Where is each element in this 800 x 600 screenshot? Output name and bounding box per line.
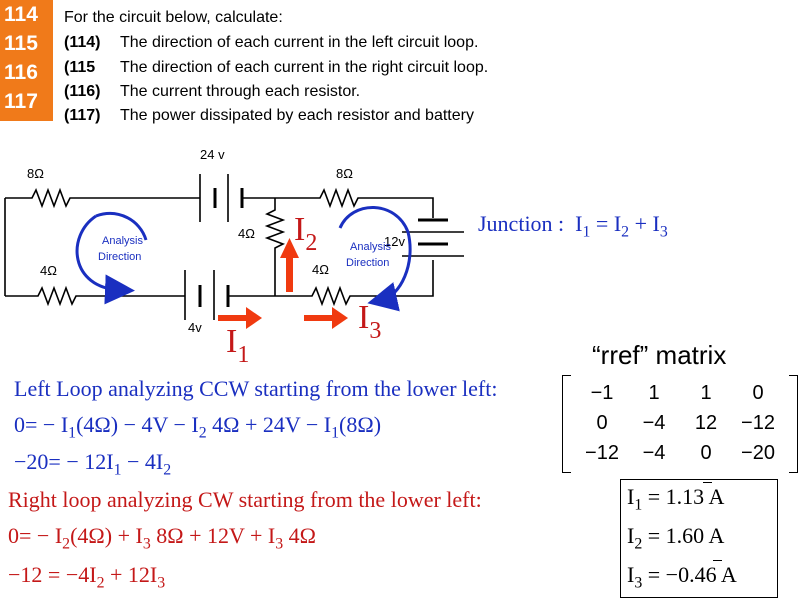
matrix-cell: 1 — [700, 381, 712, 404]
matrix-bracket-right — [789, 375, 798, 473]
analysis-arrow-left — [75, 214, 135, 305]
current-label-i2: I2 — [294, 211, 317, 256]
matrix-bracket-left — [562, 375, 571, 473]
current-label-i3: I3 — [358, 299, 381, 344]
current-arrow-i2 — [286, 254, 293, 292]
prompt-item-number: (117) — [64, 107, 101, 124]
question-number: 117 — [4, 90, 38, 113]
prompt-item: (115 The direction of each current in the… — [64, 59, 488, 77]
circuit-diagram: 8Ω 24 v 8Ω 4Ω 4Ω 4Ω 12v 4v Analysis Dire… — [4, 147, 464, 368]
label-r-left: 4Ω — [40, 263, 57, 278]
right-loop-heading: Right loop analyzing CW starting from th… — [8, 487, 482, 512]
label-battery-right: 12v — [384, 234, 405, 249]
repeat-bar — [703, 482, 712, 483]
label-r-middle: 4Ω — [238, 226, 255, 241]
result-i1: I1 = 1.13 A — [627, 484, 725, 514]
matrix-cell: −4 — [642, 441, 666, 464]
label-r-top-left: 8Ω — [27, 166, 44, 181]
matrix-cell: 0 — [752, 381, 764, 404]
current-arrow-i1 — [218, 315, 248, 321]
right-loop-equation-1: 0= − I2(4Ω) + I3 8Ω + 12V + I3 4Ω — [8, 523, 316, 553]
matrix-cell: 1 — [648, 381, 660, 404]
analysis-label-left: Direction — [98, 251, 141, 263]
results-box: I1 = 1.13 A I2 = 1.60 A I3 = −0.46 A — [620, 479, 778, 598]
question-number: 115 — [4, 32, 38, 55]
prompt-item-text: The current through each resistor. — [120, 83, 361, 100]
question-number: 114 — [4, 3, 38, 26]
matrix-cell: 0 — [700, 441, 712, 464]
result-i3: I3 = −0.46 A — [627, 562, 737, 592]
matrix-cell: −4 — [642, 411, 666, 434]
matrix-cell: 12 — [694, 411, 718, 434]
matrix-row: −12 −4 0 −20 — [576, 438, 784, 468]
junction-equation: Junction : I1 = I2 + I3 — [478, 211, 668, 241]
matrix-cell: −1 — [590, 381, 614, 404]
left-loop-equation-1: 0= − I1(4Ω) − 4V − I2 4Ω + 24V − I1(8Ω) — [14, 412, 382, 442]
label-r-top-right: 8Ω — [336, 166, 353, 181]
prompt-item-number: (114) — [64, 34, 101, 51]
matrix-row: −1 1 1 0 — [576, 378, 784, 408]
prompt-item-number: (116) — [64, 83, 101, 100]
analysis-label-right: Analysis — [350, 241, 391, 253]
label-battery-top: 24 v — [200, 147, 225, 162]
prompt-item: (117) The power dissipated by each resist… — [64, 107, 474, 125]
matrix-cell: −12 — [585, 441, 619, 464]
question-number-badge: 114 115 116 117 — [0, 0, 53, 121]
prompt-item-number: (115 — [64, 59, 96, 76]
matrix-cell: −20 — [741, 441, 775, 464]
question-number: 116 — [4, 61, 38, 84]
left-loop-heading: Left Loop analyzing CCW starting from th… — [14, 376, 498, 401]
left-loop-equation-2: −20= − 12I1 − 4I2 — [14, 449, 172, 479]
result-i2: I2 = 1.60 A — [627, 523, 725, 553]
current-label-i1: I1 — [226, 323, 249, 368]
matrix-cell: 0 — [596, 411, 608, 434]
rref-title: “rref” matrix — [592, 340, 727, 370]
analysis-label-right: Direction — [346, 257, 389, 269]
label-battery-bottom: 4v — [188, 320, 202, 335]
prompt-item: (116) The current through each resistor. — [64, 83, 360, 101]
prompt-item-text: The direction of each current in the rig… — [120, 59, 489, 76]
label-r-bottom-right: 4Ω — [312, 262, 329, 277]
prompt-intro: For the circuit below, calculate: — [64, 9, 283, 26]
current-arrow-i3 — [304, 315, 334, 321]
matrix-cell: −12 — [741, 411, 775, 434]
analysis-label-left: Analysis — [102, 235, 143, 247]
right-loop-equation-2: −12 = −4I2 + 12I3 — [8, 562, 166, 592]
rref-matrix: −1 1 1 0 0 −4 12 −12 −12 −4 0 −20 — [562, 375, 798, 473]
prompt-item-text: The direction of each current in the lef… — [120, 34, 479, 51]
analysis-arrow-right — [338, 206, 412, 312]
prompt-item: (114) The direction of each current in th… — [64, 34, 478, 52]
prompt-item-text: The power dissipated by each resistor an… — [120, 107, 474, 124]
matrix-row: 0 −4 12 −12 — [576, 408, 784, 438]
repeat-bar — [713, 560, 722, 561]
